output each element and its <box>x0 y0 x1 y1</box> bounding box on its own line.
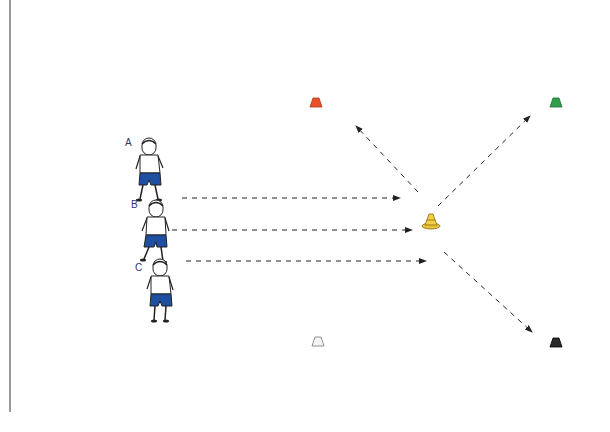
white-cone <box>312 337 324 346</box>
green-cone <box>550 98 562 107</box>
run-path <box>356 126 418 192</box>
player-label: C <box>135 262 142 274</box>
run-path <box>186 261 426 262</box>
field-boundary <box>9 0 11 412</box>
player-figure <box>147 259 173 323</box>
black-cone <box>550 338 562 347</box>
run-path <box>438 116 530 206</box>
run-path <box>444 252 532 332</box>
player-figure <box>140 200 169 264</box>
run-path <box>172 230 412 231</box>
yellow-cone <box>422 214 440 229</box>
player-label: A <box>125 137 132 149</box>
run-path <box>182 198 400 199</box>
red-cone <box>310 98 322 107</box>
player-figure <box>136 138 163 202</box>
player-label: B <box>131 199 138 211</box>
